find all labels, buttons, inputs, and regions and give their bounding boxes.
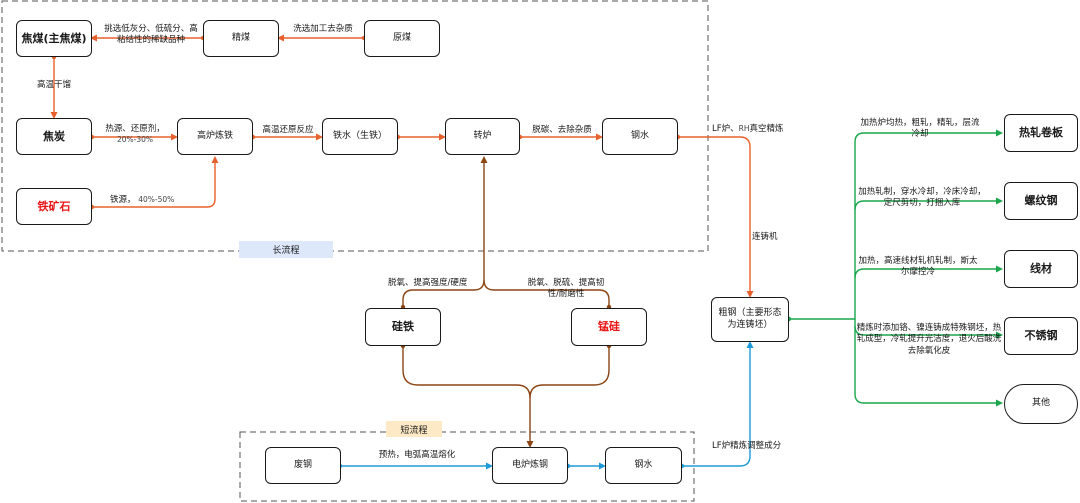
edge-silicomanganese-to-eaf xyxy=(529,346,610,399)
label-converter-to-steel: 脱碳、去除杂质 xyxy=(532,125,592,135)
label-scrap-to-eaf: 预热，电弧高温熔化 xyxy=(378,450,456,460)
label-silicomanganese-role: 脱氧、脱硫、提高韧性/耐磨性 xyxy=(527,278,605,300)
node-refined-coal[interactable]: 精煤 xyxy=(203,20,279,57)
node-eaf[interactable]: 电炉炼钢 xyxy=(492,447,568,484)
node-blast-furnace[interactable]: 高炉炼铁 xyxy=(177,118,253,155)
label-coking-to-coke: 高温干馏 xyxy=(36,80,71,90)
label-to-wire: 加热，高速线材轧机轧制，斯太尔摩控冷 xyxy=(858,256,978,278)
long-process-frame xyxy=(1,0,709,252)
label-lf-rh-vacuum: LF炉、RH真空精炼 xyxy=(712,124,802,135)
edge-short-steel-to-crude xyxy=(682,341,754,467)
edge-ferrosilicon-to-eaf xyxy=(402,346,534,448)
node-converter[interactable]: 转炉 xyxy=(445,118,520,155)
node-coke[interactable]: 焦炭 xyxy=(16,118,92,155)
node-molten-steel-long[interactable]: 钢水 xyxy=(602,118,678,155)
label-ore-to-bf-pct: 40%-50% xyxy=(138,195,175,204)
label-to-rebar: 加热轧制，穿水冷却，冷床冷却，定尺剪切，打捆入库 xyxy=(858,187,986,209)
edge-to-other xyxy=(854,326,1003,407)
label-ore-to-bf-text: 铁源， xyxy=(110,195,136,205)
node-silicomanganese[interactable]: 锰硅 xyxy=(571,308,647,346)
node-coking-coal[interactable]: 焦煤(主焦煤) xyxy=(16,20,92,57)
label-lf: LF炉、 xyxy=(712,124,739,134)
label-coke-to-bf-pct: 20%-30% xyxy=(116,135,154,145)
edge-ferrosilicon-to-converter xyxy=(402,156,488,307)
label-rh: RH xyxy=(738,124,750,133)
label-raw-to-refined: 洗选加工去杂质 xyxy=(293,24,353,34)
label-vacuum: 真空精炼 xyxy=(749,124,784,134)
label-coke-to-bf-text: 热源、还原剂， xyxy=(105,124,165,134)
node-iron-ore[interactable]: 铁矿石 xyxy=(16,188,92,225)
label-bf-to-hotmetal: 高温还原反应 xyxy=(262,125,314,135)
node-stainless[interactable]: 不锈钢 xyxy=(1004,317,1078,355)
short-process-frame xyxy=(239,431,695,502)
edge-to-hot-rolled xyxy=(854,129,1003,319)
node-hot-metal[interactable]: 铁水（生铁） xyxy=(322,118,398,155)
label-coke-to-bf: 热源、还原剂， 20%-30% xyxy=(96,124,174,147)
node-hot-rolled-coil[interactable]: 热轧卷板 xyxy=(1004,114,1078,152)
node-crude-steel[interactable]: 粗钢（主要形态为连铸坯） xyxy=(711,297,789,342)
node-other[interactable]: 其他 xyxy=(1004,384,1078,424)
edge-to-rebar xyxy=(854,197,1003,211)
node-wire-rod[interactable]: 线材 xyxy=(1004,250,1078,288)
node-rebar[interactable]: 螺纹钢 xyxy=(1004,182,1078,220)
label-continuous-casting: 连铸机 xyxy=(752,232,778,242)
short-process-tag: 短流程 xyxy=(386,421,442,437)
node-raw-coal[interactable]: 原煤 xyxy=(364,20,440,57)
edge-silicomanganese-to-converter xyxy=(483,279,610,307)
node-scrap-steel[interactable]: 废钢 xyxy=(265,447,341,484)
label-to-hot-rolled: 加热炉均热，粗轧，精轧，层流冷却 xyxy=(860,118,980,140)
node-molten-steel-short[interactable]: 钢水 xyxy=(605,447,682,484)
edge-steel-to-crude xyxy=(678,136,754,298)
node-ferrosilicon[interactable]: 硅铁 xyxy=(365,308,441,346)
edge-ore-to-bf xyxy=(92,156,219,208)
label-to-stainless: 精炼时添加铬、镍连铸成特殊钢坯，热轧成型，冷轧提升光洁度，退火后酸洗去除氧化皮 xyxy=(856,323,1002,356)
label-lf-refine-adjust: LF炉精炼调整成分 xyxy=(712,441,782,451)
edge-to-wire xyxy=(854,265,1003,279)
long-process-tag: 长流程 xyxy=(239,241,333,258)
label-ferrosilicon-role: 脱氧、提高强度/硬度 xyxy=(388,278,468,288)
label-ore-to-bf: 铁源， 40%-50% xyxy=(110,195,190,206)
label-refine-to-coking: 挑选低灰分、低硫分、高粘结性的稀缺品种 xyxy=(104,24,198,46)
